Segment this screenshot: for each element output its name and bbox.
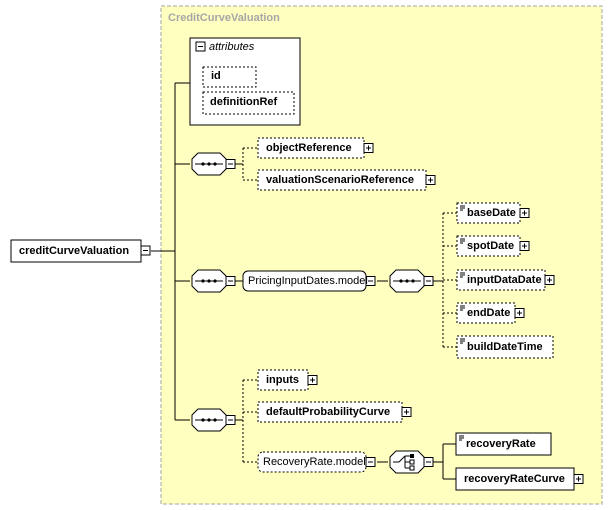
simple-content-marks (459, 205, 465, 441)
connector-lines (151, 82, 457, 480)
sequence-compositor-2[interactable] (191, 269, 236, 293)
objectreference-expand-icon (363, 143, 374, 153)
pricing-group-label: PricingInputDates.model (248, 275, 368, 287)
expand-icons[interactable] (307, 143, 584, 484)
defaultprobabilitycurve-expand-icon (401, 407, 412, 417)
attribute-id-box[interactable] (202, 66, 257, 88)
element-builddatetime-label: buildDateTime (467, 341, 543, 353)
element-spotdate-label: spotDate (467, 240, 515, 252)
element-objectreference-label: objectReference (266, 142, 352, 154)
attributes-header: attributes (209, 41, 255, 53)
type-title: CreditCurveValuation (168, 12, 280, 24)
element-enddate-label: endDate (467, 307, 511, 319)
enddate-expand-icon (514, 308, 525, 318)
inputs-expand-icon (307, 375, 318, 385)
pricing-group-collapse-icon[interactable] (365, 276, 376, 286)
element-inputs-label: inputs (266, 374, 299, 386)
valuationscenarioreference-expand-icon (425, 175, 436, 185)
element-recoveryrate-box[interactable] (455, 432, 552, 456)
element-defaultprobabilitycurve-label: defaultProbabilityCurve (266, 406, 391, 418)
spotdate-expand-icon (519, 241, 530, 251)
recoveryratecurve-expand-icon (573, 474, 584, 484)
sequence-compositor-pricing[interactable] (389, 269, 434, 293)
attribute-definitionref-box[interactable] (202, 91, 295, 115)
inputdatadate-expand-icon (544, 275, 555, 285)
attribute-definitionref-label: definitionRef (210, 96, 278, 108)
sequence-compositor-1[interactable] (191, 152, 236, 176)
element-basedate-label: baseDate (467, 207, 516, 219)
basedate-expand-icon (519, 208, 530, 218)
root-collapse-icon[interactable] (140, 245, 151, 256)
element-recoveryratecurve-label: recoveryRateCurve (464, 473, 565, 485)
sequence-compositor-3[interactable] (191, 408, 236, 432)
recovery-group-collapse-icon[interactable] (365, 457, 376, 467)
element-recoveryrate-label: recoveryRate (466, 438, 536, 450)
root-element-label: creditCurveValuation (19, 245, 130, 257)
recovery-group-label: RecoveryRate.model (263, 456, 366, 468)
element-builddatetime-box[interactable] (456, 335, 554, 359)
element-inputdatadate-label: inputDataDate (467, 274, 542, 286)
recovery-group-box[interactable] (257, 451, 367, 473)
attribute-id-label: id (211, 70, 221, 82)
choice-compositor[interactable] (389, 450, 434, 474)
element-valuationscenarioreference-label: valuationScenarioReference (266, 174, 414, 186)
attributes-collapse-icon[interactable] (195, 41, 206, 52)
